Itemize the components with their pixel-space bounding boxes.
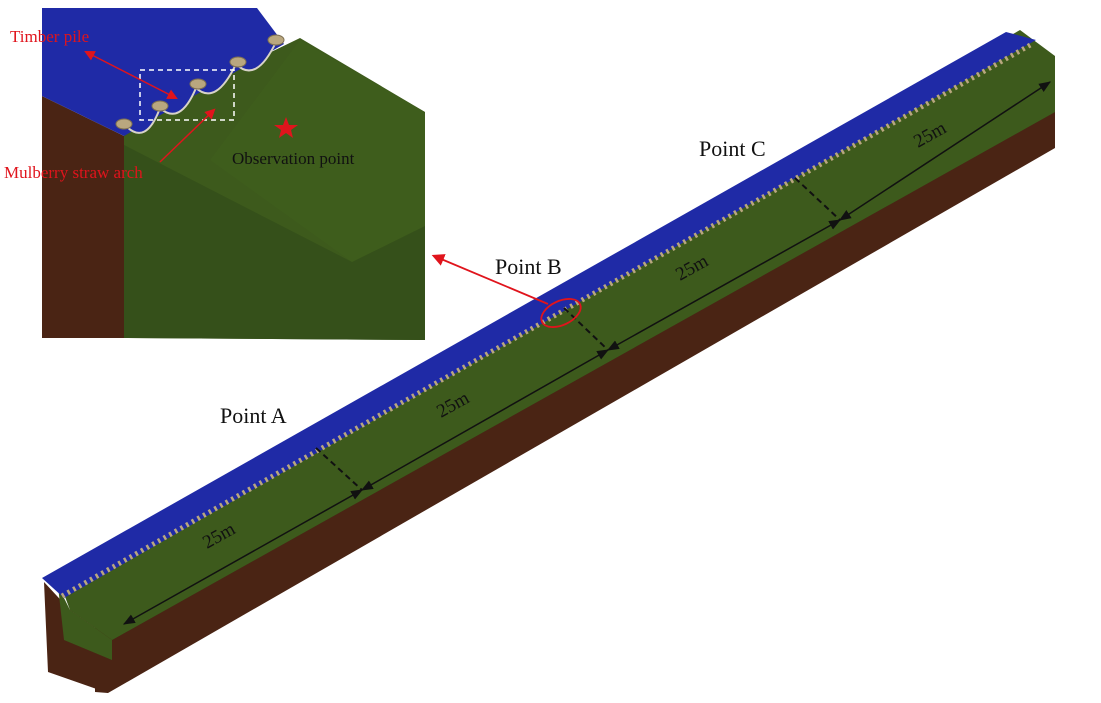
water-strip bbox=[42, 32, 1036, 598]
dimension-arrow-3 bbox=[606, 219, 842, 351]
point-a-label: Point A bbox=[220, 403, 287, 428]
section-line-b bbox=[563, 307, 609, 351]
inset-slope-plateau bbox=[210, 40, 425, 262]
timber-pile-2 bbox=[151, 100, 169, 112]
inset-detail-view bbox=[42, 8, 425, 340]
timber-pile-leader-arrow bbox=[84, 51, 178, 99]
timber-pile-5 bbox=[267, 34, 285, 46]
mulberry-straw-arch-label: Mulberry straw arch bbox=[4, 163, 143, 182]
point-b-leader-arrow bbox=[431, 254, 549, 305]
timber-pile-3 bbox=[189, 78, 207, 90]
star-icon bbox=[274, 117, 298, 138]
dimension-arrow-1 bbox=[122, 489, 364, 625]
section-line-c bbox=[794, 177, 841, 221]
point-b-highlight bbox=[540, 298, 582, 328]
slope-face bbox=[58, 30, 1055, 640]
section-line-a bbox=[315, 447, 363, 491]
inset-slope-terrace bbox=[124, 145, 425, 340]
dimension-arrow-4 bbox=[838, 81, 1052, 221]
slope-front-face bbox=[58, 586, 112, 660]
point-b-label: Point B bbox=[495, 254, 562, 279]
timber-pile-1 bbox=[115, 118, 133, 130]
dimension-arrow-2 bbox=[360, 349, 610, 491]
point-c-label: Point C bbox=[699, 136, 766, 161]
arch-leader-arrow bbox=[159, 108, 216, 163]
timber-piles bbox=[115, 34, 285, 130]
observation-point-label: Observation point bbox=[232, 149, 355, 168]
inset-earth-side bbox=[42, 96, 124, 338]
timber-pile-label: Timber pile bbox=[10, 27, 89, 46]
timber-pile-4 bbox=[229, 56, 247, 68]
